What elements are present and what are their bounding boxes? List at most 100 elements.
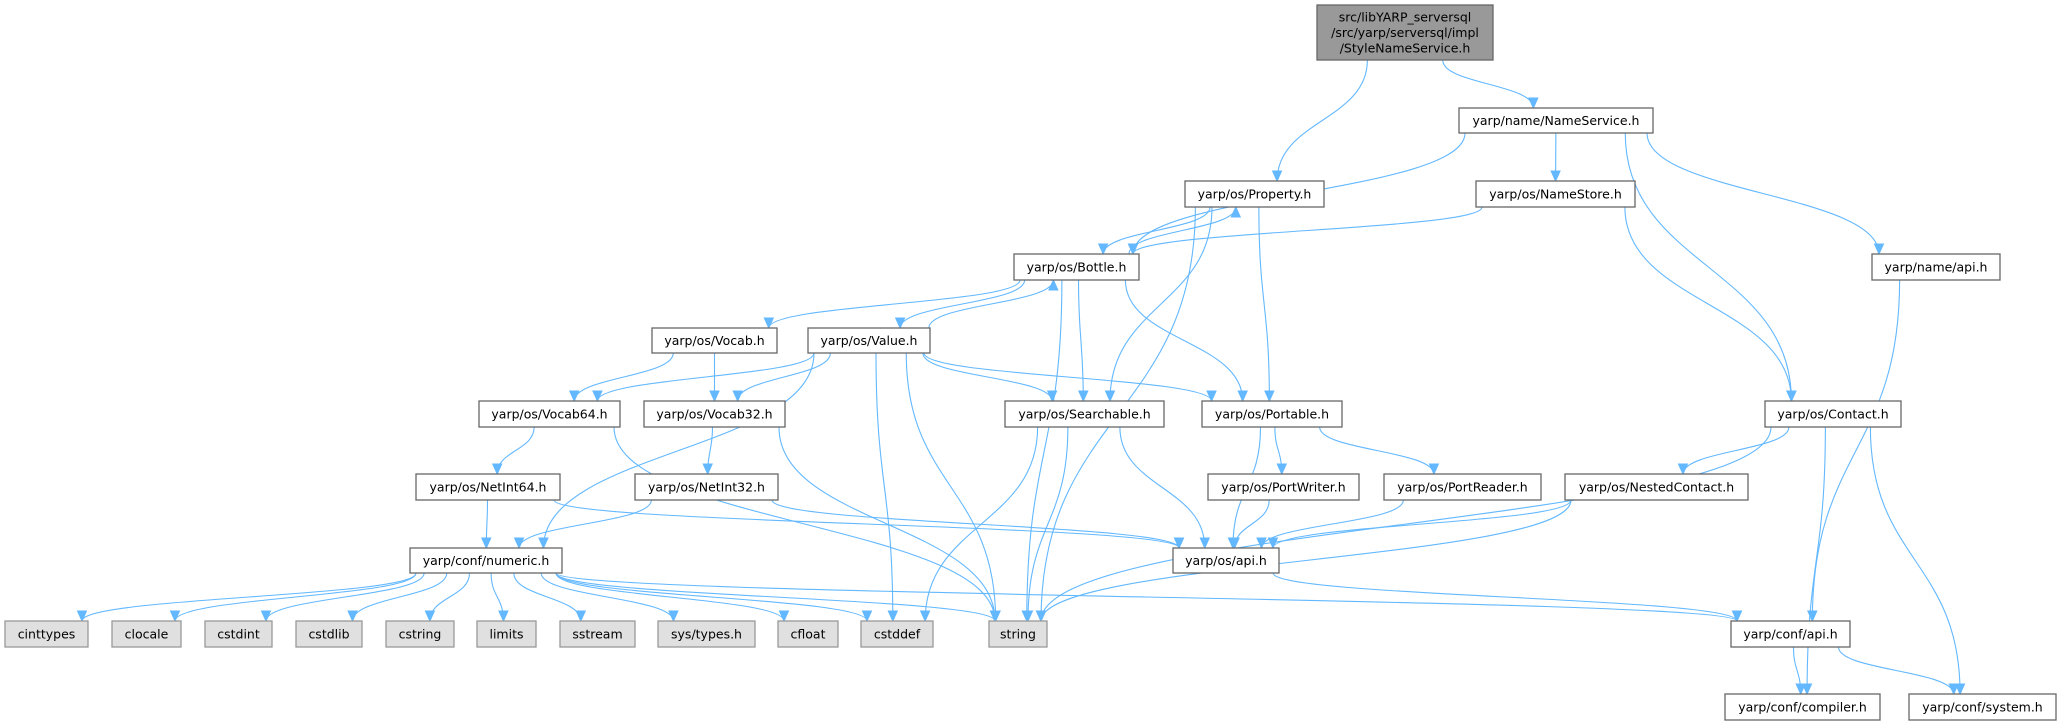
edge-searchable-to-osapi bbox=[1119, 426, 1206, 549]
arrowhead-numeric-to-string bbox=[989, 610, 1001, 623]
node-box bbox=[204, 620, 273, 648]
edge-numeric-to-cfloat bbox=[555, 572, 785, 622]
arrowhead-numeric-to-cstdlib bbox=[347, 610, 358, 623]
node-label: yarp/conf/numeric.h bbox=[423, 553, 550, 568]
node-box bbox=[1908, 693, 2057, 721]
node-nameapi[interactable]: yarp/name/api.h bbox=[1871, 253, 2001, 281]
node-string[interactable]: string bbox=[988, 620, 1048, 648]
arrowhead-searchable-to-cstddef bbox=[919, 610, 931, 623]
arrowhead-vocab-to-vocab32 bbox=[709, 390, 720, 403]
arrowhead-namestore-to-contact bbox=[1786, 390, 1797, 403]
edge-netint32-to-osapi bbox=[771, 499, 1180, 549]
node-box bbox=[111, 620, 182, 648]
node-box bbox=[1475, 180, 1636, 208]
edge-value-to-vocab32 bbox=[737, 352, 831, 402]
edge-numeric-to-string bbox=[555, 572, 996, 622]
node-bottle[interactable]: yarp/os/Bottle.h bbox=[1013, 253, 1140, 281]
node-label: yarp/os/Portable.h bbox=[1215, 407, 1329, 422]
node-netint32[interactable]: yarp/os/NetInt32.h bbox=[634, 473, 779, 501]
arrowhead-contact-to-system bbox=[1954, 683, 1966, 696]
node-box bbox=[476, 620, 537, 648]
edge-numeric-to-cstdint bbox=[265, 572, 425, 622]
node-label: yarp/conf/system.h bbox=[1922, 700, 2042, 715]
node-portreader[interactable]: yarp/os/PortReader.h bbox=[1383, 473, 1542, 501]
node-cstring[interactable]: cstring bbox=[385, 620, 455, 648]
arrowhead-netint32-to-numeric bbox=[513, 537, 525, 550]
node-cfloat[interactable]: cfloat bbox=[777, 620, 839, 648]
arrowhead-numeric-to-limits bbox=[498, 610, 509, 623]
node-vocab64[interactable]: yarp/os/Vocab64.h bbox=[478, 400, 621, 428]
node-label: sstream bbox=[572, 627, 622, 642]
node-osapi[interactable]: yarp/os/api.h bbox=[1172, 547, 1280, 574]
node-box bbox=[1316, 4, 1494, 61]
node-value[interactable]: yarp/os/Value.h bbox=[807, 327, 931, 354]
edge-numeric-to-confapi bbox=[555, 572, 1738, 622]
node-root[interactable]: src/libYARP_serversql/src/yarp/serversql… bbox=[1316, 4, 1494, 61]
node-label: yarp/name/api.h bbox=[1885, 260, 1988, 275]
node-label: yarp/os/Bottle.h bbox=[1027, 260, 1127, 275]
edge-netint64-to-osapi bbox=[553, 499, 1180, 549]
edge-searchable-to-string bbox=[1027, 426, 1069, 622]
node-compiler[interactable]: yarp/conf/compiler.h bbox=[1724, 693, 1881, 721]
node-label: yarp/os/PortReader.h bbox=[1397, 480, 1527, 495]
node-label: yarp/os/Vocab64.h bbox=[491, 407, 607, 422]
node-contact[interactable]: yarp/os/Contact.h bbox=[1764, 400, 1902, 428]
edge-contact-to-nestedcontact bbox=[1682, 426, 1790, 475]
node-box bbox=[1458, 107, 1654, 134]
node-vocab[interactable]: yarp/os/Vocab.h bbox=[651, 327, 778, 354]
edge-bottle-to-vocab bbox=[768, 279, 1021, 329]
node-property[interactable]: yarp/os/Property.h bbox=[1184, 180, 1325, 208]
node-vocab32[interactable]: yarp/os/Vocab32.h bbox=[643, 400, 786, 428]
arrowhead-vocab32-to-netint32 bbox=[702, 463, 713, 476]
edge-nameservice-to-nameapi bbox=[1646, 132, 1880, 255]
edge-property-to-bottle bbox=[1102, 206, 1211, 255]
node-label: yarp/os/Property.h bbox=[1198, 187, 1312, 202]
edge-value-to-portable bbox=[923, 352, 1213, 402]
node-namestore[interactable]: yarp/os/NameStore.h bbox=[1475, 180, 1636, 208]
node-box bbox=[385, 620, 455, 648]
edge-vocab-to-vocab64 bbox=[573, 352, 674, 402]
edge-value-to-string bbox=[905, 352, 997, 622]
arrowhead-osapi-to-confapi bbox=[1731, 610, 1743, 623]
node-cstdlib[interactable]: cstdlib bbox=[295, 620, 363, 648]
arrowhead-confapi-to-system bbox=[1948, 683, 1959, 696]
edge-numeric-to-cstring bbox=[429, 572, 471, 622]
node-box bbox=[1004, 400, 1165, 428]
node-box bbox=[807, 327, 931, 354]
arrowhead-value-to-portable bbox=[1206, 390, 1217, 403]
node-netint64[interactable]: yarp/os/NetInt64.h bbox=[415, 473, 561, 501]
node-sstream[interactable]: sstream bbox=[559, 620, 636, 648]
arrowhead-numeric-to-systypes bbox=[668, 610, 679, 623]
node-box bbox=[1207, 473, 1360, 501]
node-searchable[interactable]: yarp/os/Searchable.h bbox=[1004, 400, 1165, 428]
node-clocale[interactable]: clocale bbox=[111, 620, 182, 648]
node-system[interactable]: yarp/conf/system.h bbox=[1908, 693, 2057, 721]
node-nestedcontact[interactable]: yarp/os/NestedContact.h bbox=[1564, 473, 1749, 501]
node-cstddef[interactable]: cstddef bbox=[860, 620, 934, 648]
arrowhead-property-to-searchable bbox=[1104, 390, 1116, 403]
edge-nestedcontact-to-string bbox=[1040, 499, 1572, 622]
node-label: cfloat bbox=[791, 627, 826, 642]
node-limits[interactable]: limits bbox=[476, 620, 537, 648]
node-cstdint[interactable]: cstdint bbox=[204, 620, 273, 648]
edge-bottle-to-property bbox=[1128, 206, 1237, 255]
edge-nestedcontact-to-osapi bbox=[1272, 499, 1572, 549]
arrowhead-numeric-to-sstream bbox=[575, 610, 587, 623]
node-box bbox=[1764, 400, 1902, 428]
node-box bbox=[4, 620, 89, 648]
node-systypes[interactable]: sys/types.h bbox=[657, 620, 756, 648]
node-portable[interactable]: yarp/os/Portable.h bbox=[1201, 400, 1343, 428]
edge-value-to-bottle bbox=[928, 279, 1054, 329]
edge-contact-to-system bbox=[1869, 426, 1961, 695]
node-portwriter[interactable]: yarp/os/PortWriter.h bbox=[1207, 473, 1360, 501]
edge-nameservice-to-contact bbox=[1624, 132, 1792, 402]
arrowhead-numeric-to-cfloat bbox=[778, 610, 790, 623]
node-confapi[interactable]: yarp/conf/api.h bbox=[1730, 620, 1851, 648]
node-label: yarp/os/NestedContact.h bbox=[1579, 480, 1734, 495]
node-cinttypes[interactable]: cinttypes bbox=[4, 620, 89, 648]
edge-value-to-searchable bbox=[922, 352, 1053, 402]
node-numeric[interactable]: yarp/conf/numeric.h bbox=[409, 547, 563, 574]
arrowhead-numeric-to-cstdint bbox=[260, 610, 272, 623]
node-nameservice[interactable]: yarp/name/NameService.h bbox=[1458, 107, 1654, 134]
node-label: sys/types.h bbox=[671, 627, 742, 642]
